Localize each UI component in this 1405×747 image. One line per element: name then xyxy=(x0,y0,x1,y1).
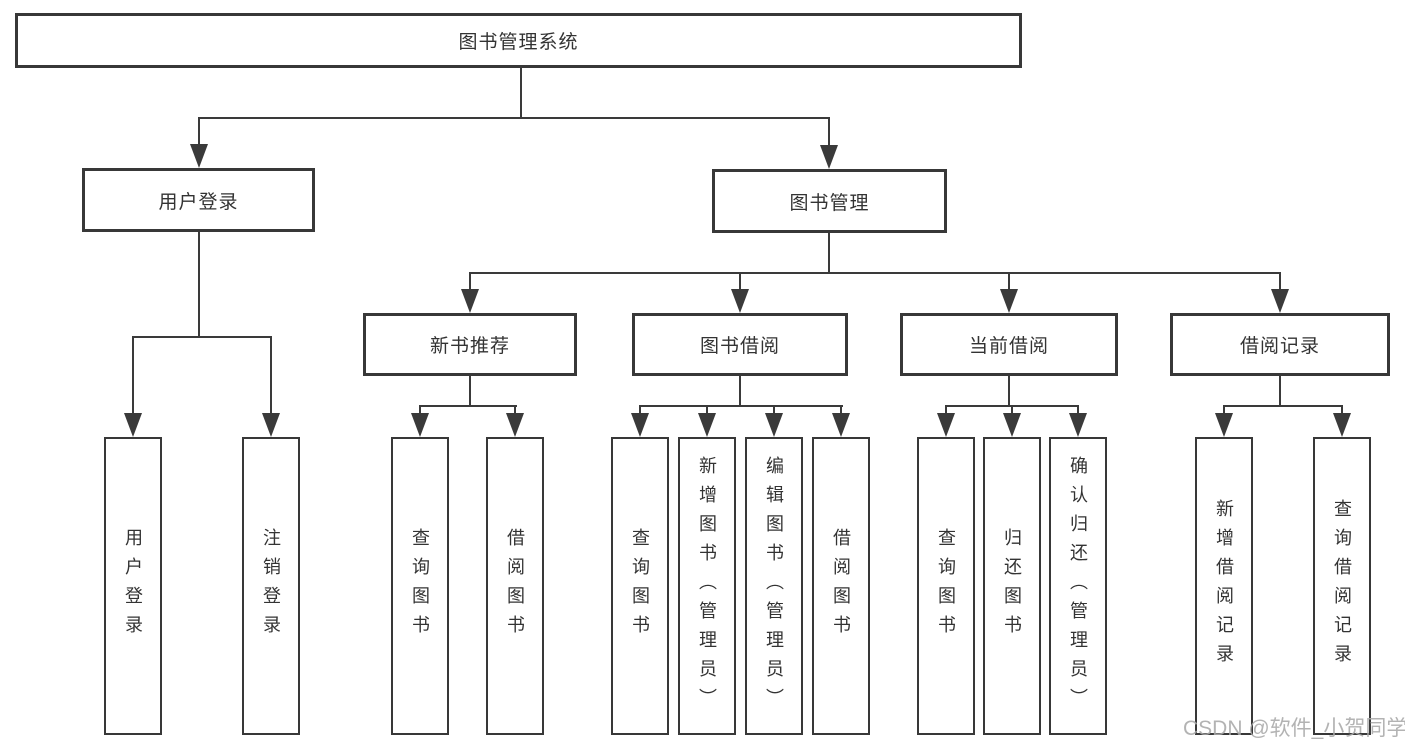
connector-book-management-down xyxy=(828,233,830,274)
leaf-add-books-admin: 新增图书（管理员） xyxy=(678,437,736,735)
connector-new-book-down xyxy=(469,376,471,407)
leaf-label: 新增图书（管理员） xyxy=(697,455,717,717)
leaf-label: 查询图书 xyxy=(410,528,430,644)
leaf-label: 用户登录 xyxy=(123,528,143,644)
leaf-add-borrow-record: 新增借阅记录 xyxy=(1195,437,1253,735)
connector-drop-leaf xyxy=(840,405,842,417)
node-borrowing-records: 借阅记录 xyxy=(1170,313,1390,376)
leaf-label: 查询图书 xyxy=(630,528,650,644)
connector-group-bar xyxy=(419,405,517,407)
connector-drop-book-borrow xyxy=(739,272,741,290)
arrow-down-icon xyxy=(731,289,749,313)
leaf-confirm-return-admin: 确认归还（管理员） xyxy=(1049,437,1107,735)
connector-drop-leaf xyxy=(1223,405,1225,417)
connector-drop-leaf xyxy=(1077,405,1079,417)
leaf-label: 借阅图书 xyxy=(831,528,851,644)
node-book-management: 图书管理 xyxy=(712,169,947,233)
arrow-down-icon xyxy=(832,413,850,437)
arrow-down-icon xyxy=(190,144,208,168)
node-label: 当前借阅 xyxy=(968,336,1049,357)
leaf-edit-books-admin: 编辑图书（管理员） xyxy=(745,437,803,735)
arrow-down-icon xyxy=(1271,289,1289,313)
node-new-book-recommend: 新书推荐 xyxy=(363,313,577,376)
connector-group-bar xyxy=(1223,405,1343,407)
leaf-label: 查询借阅记录 xyxy=(1332,499,1352,673)
leaf-return-books: 归还图书 xyxy=(983,437,1041,735)
node-library-management-system: 图书管理系统 xyxy=(15,13,1022,68)
connector-level2-bar xyxy=(198,117,830,119)
connector-drop-leaf xyxy=(945,405,947,417)
leaf-label: 注销登录 xyxy=(261,528,281,644)
connector-drop-leaf xyxy=(1341,405,1343,417)
leaf-label: 归还图书 xyxy=(1002,528,1022,644)
connector-drop-current-borrow xyxy=(1008,272,1010,290)
arrow-down-icon xyxy=(1215,413,1233,437)
leaf-label: 借阅图书 xyxy=(505,528,525,644)
connector-root-trunk xyxy=(520,68,522,119)
leaf-logout: 注销登录 xyxy=(242,437,300,735)
arrow-down-icon xyxy=(1003,413,1021,437)
connector-drop-borrow-records xyxy=(1279,272,1281,290)
arrow-down-icon xyxy=(1333,413,1351,437)
node-label: 借阅记录 xyxy=(1239,336,1320,357)
connector-drop-new-book xyxy=(469,272,471,290)
node-label: 图书管理系统 xyxy=(458,32,579,53)
arrow-down-icon xyxy=(461,289,479,313)
arrow-down-icon xyxy=(1069,413,1087,437)
connector-book-borrow-down xyxy=(739,376,741,407)
leaf-label: 查询图书 xyxy=(936,528,956,644)
leaf-borrow-books: 借阅图书 xyxy=(812,437,870,735)
connector-drop-leaf xyxy=(270,336,272,416)
leaf-query-books-borrow: 查询图书 xyxy=(611,437,669,735)
node-label: 用户登录 xyxy=(158,191,239,213)
connector-user-login-down xyxy=(198,232,200,338)
connector-drop-user-login xyxy=(198,117,200,147)
connector-drop-leaf xyxy=(773,405,775,417)
arrow-down-icon xyxy=(820,145,838,169)
node-current-borrowing: 当前借阅 xyxy=(900,313,1118,376)
connector-drop-leaf xyxy=(132,336,134,416)
node-label: 新书推荐 xyxy=(429,336,510,357)
node-label: 图书管理 xyxy=(789,192,870,214)
arrow-down-icon xyxy=(765,413,783,437)
csdn-watermark: CSDN @软件_小贺同学 xyxy=(1183,717,1405,740)
leaf-label: 确认归还（管理员） xyxy=(1068,455,1088,717)
connector-group-bar xyxy=(639,405,843,407)
leaf-label: 编辑图书（管理员） xyxy=(764,455,784,717)
leaf-query-books-recommend: 查询图书 xyxy=(391,437,449,735)
leaf-query-borrow-record: 查询借阅记录 xyxy=(1313,437,1371,735)
arrow-down-icon xyxy=(411,413,429,437)
connector-drop-leaf xyxy=(419,405,421,417)
connector-drop-leaf xyxy=(706,405,708,417)
arrow-down-icon xyxy=(124,413,142,437)
connector-login-group-bar xyxy=(132,336,272,338)
leaf-user-login: 用户登录 xyxy=(104,437,162,735)
connector-drop-leaf xyxy=(639,405,641,417)
leaf-label: 新增借阅记录 xyxy=(1214,499,1234,673)
arrow-down-icon xyxy=(698,413,716,437)
connector-borrow-records-down xyxy=(1279,376,1281,407)
leaf-query-books-current: 查询图书 xyxy=(917,437,975,735)
leaf-borrow-books-recommend: 借阅图书 xyxy=(486,437,544,735)
connector-current-borrow-down xyxy=(1008,376,1010,407)
connector-drop-leaf xyxy=(514,405,516,417)
arrow-down-icon xyxy=(1000,289,1018,313)
arrow-down-icon xyxy=(506,413,524,437)
node-user-login: 用户登录 xyxy=(82,168,315,232)
arrow-down-icon xyxy=(631,413,649,437)
connector-drop-book-management xyxy=(828,117,830,147)
node-label: 图书借阅 xyxy=(699,336,780,357)
connector-level3-bar xyxy=(469,272,1281,274)
connector-drop-leaf xyxy=(1011,405,1013,417)
node-book-borrowing: 图书借阅 xyxy=(632,313,848,376)
arrow-down-icon xyxy=(937,413,955,437)
arrow-down-icon xyxy=(262,413,280,437)
